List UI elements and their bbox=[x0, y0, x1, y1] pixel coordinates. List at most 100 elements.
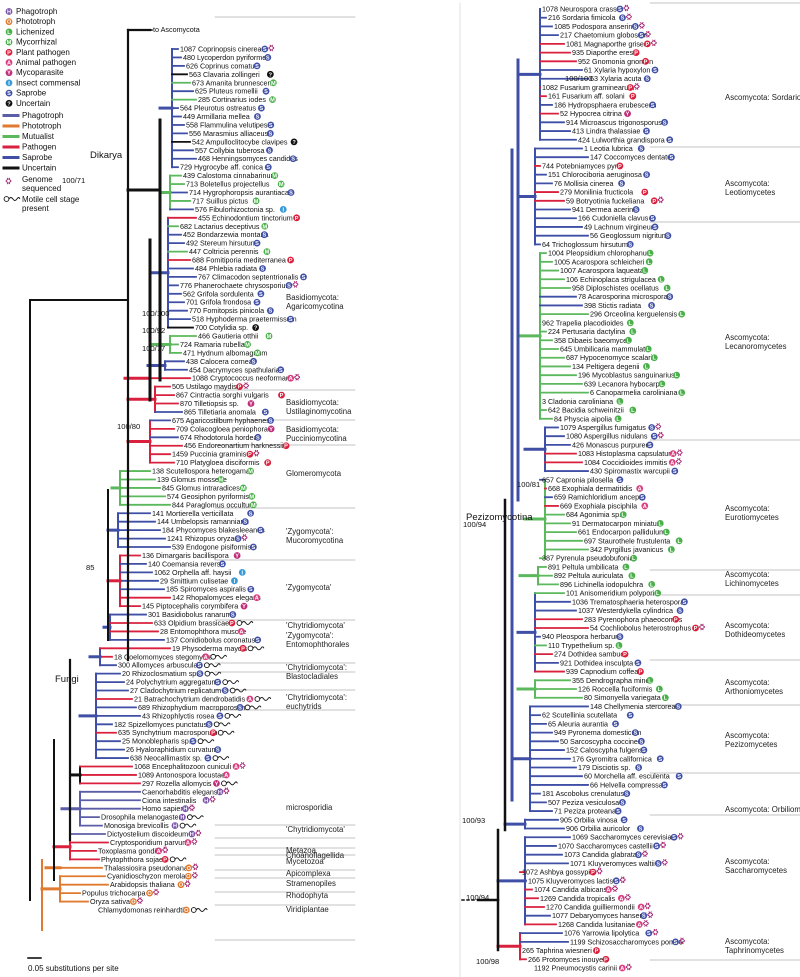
taxon-label: 101 Anisomeridium polypori bbox=[566, 589, 655, 598]
motile-legend-label: Motile cell stage bbox=[22, 195, 80, 204]
taxon-label: 134 Peltigera degenii bbox=[572, 362, 640, 371]
clade-label: euchytrids bbox=[286, 702, 322, 711]
trait-letter: S bbox=[645, 173, 649, 179]
clade-label: Ascomycota: bbox=[725, 731, 770, 740]
flagellum-icon bbox=[249, 705, 262, 710]
trait-symbol bbox=[249, 501, 257, 509]
taxon-label: 455 Echinodontium tinctorium bbox=[198, 213, 293, 222]
genome-sequenced-icon bbox=[188, 804, 195, 812]
trait-symbol bbox=[678, 389, 686, 396]
taxon-label: 1078 Neurospora crassa bbox=[542, 5, 621, 14]
trait-symbol bbox=[618, 179, 625, 187]
trait-letter: O bbox=[179, 883, 184, 889]
motile-cell-icon bbox=[247, 645, 254, 652]
taxon-label: 661 Endocarpon pallidulum bbox=[578, 528, 665, 537]
clade-label: Ascomycota: bbox=[725, 504, 770, 513]
taxon-label: 283 Pyrenophora phaeocomes bbox=[584, 615, 683, 624]
trait-symbol bbox=[229, 611, 237, 618]
taxon-label: 659 Ramichloridium anceps bbox=[554, 493, 643, 502]
trait-symbol bbox=[177, 881, 185, 889]
taxon-label: 265 Taphrina wiesneri bbox=[522, 946, 592, 955]
taxon-label: 3 Cladonia caroliniana bbox=[542, 397, 613, 406]
taxon-label: 949 Pyronema domesticum bbox=[554, 728, 642, 737]
trait-symbol bbox=[648, 302, 655, 309]
taxon-label: 709 Colacogloea peniophorae bbox=[176, 424, 272, 433]
trait-letter: H bbox=[204, 798, 208, 804]
trait-symbol bbox=[189, 737, 197, 745]
genome-sequenced-icon bbox=[660, 841, 667, 849]
taxon-label: 25 Monoblepharis sp. bbox=[122, 737, 191, 746]
trait-letter: I bbox=[241, 570, 243, 576]
trait-symbol bbox=[247, 585, 255, 593]
trait-symbol bbox=[246, 450, 254, 458]
trait-letter: S bbox=[268, 148, 272, 154]
taxon-label: 398 Stictis radiata bbox=[584, 301, 641, 310]
taxon-label: 279 Monilinia fructicola bbox=[560, 188, 633, 197]
taxon-label: 626 Coprinus comatus bbox=[186, 61, 258, 70]
taxon-label: 1459 Puccinia graminis bbox=[172, 450, 247, 459]
trait-symbol bbox=[670, 833, 678, 841]
trait-symbol bbox=[655, 685, 663, 693]
trait-symbol bbox=[623, 790, 631, 798]
taxon-label: 505 Ustilago maydis bbox=[172, 382, 237, 391]
genome-sequenced-icon bbox=[661, 858, 668, 866]
taxon-label: 669 Exophiala pisciphila bbox=[560, 501, 637, 510]
trait-letter: S bbox=[255, 300, 259, 306]
trait-symbol bbox=[648, 581, 656, 588]
trait-symbol bbox=[662, 528, 670, 536]
trait-letter: S bbox=[223, 689, 227, 695]
trait-letter: L bbox=[680, 312, 684, 318]
trait-letter: S bbox=[625, 792, 629, 798]
taxon-label: 1077 Debaryomyces hansenii bbox=[552, 911, 647, 920]
taxon-label: 1192 Pneumocystis carinii bbox=[534, 964, 617, 973]
trait-symbol bbox=[636, 485, 644, 492]
trait-symbol bbox=[289, 155, 297, 163]
flagellum-icon bbox=[202, 739, 215, 744]
trait-letter: A bbox=[671, 452, 675, 458]
legend-branch-label: Pathogen bbox=[22, 143, 56, 152]
trait-symbol bbox=[668, 458, 676, 466]
taxon-label: 49 Lachnum virgineum bbox=[584, 222, 657, 231]
trait-symbol bbox=[675, 772, 683, 780]
trait-letter: S bbox=[633, 24, 637, 30]
trait-letter: P bbox=[639, 670, 643, 676]
trait-symbol bbox=[219, 560, 226, 568]
trait-letter: A bbox=[606, 888, 610, 894]
flagellum-icon bbox=[218, 722, 231, 727]
trait-symbol bbox=[239, 484, 247, 492]
taxon-label: 896 Lichinella iodopulchra bbox=[560, 580, 643, 589]
flagellum-icon bbox=[227, 680, 240, 685]
genome-sequenced-icon bbox=[676, 449, 683, 457]
trait-symbol bbox=[626, 711, 634, 719]
motile-cell-icon bbox=[224, 713, 231, 719]
taxon-label: 52 Hypocrea citrina bbox=[560, 109, 622, 118]
taxon-label: 556 Marasmius alliaceus bbox=[189, 129, 269, 138]
trait-letter: S bbox=[639, 33, 643, 39]
trait-letter: L bbox=[659, 521, 663, 527]
trait-symbol bbox=[266, 70, 274, 78]
trait-letter: S bbox=[620, 181, 624, 187]
trait-symbol bbox=[253, 298, 261, 306]
trait-letter: S bbox=[668, 138, 672, 144]
trait-symbol bbox=[278, 391, 285, 399]
trait-letter: H bbox=[183, 807, 187, 813]
motile-cell-icon bbox=[229, 687, 236, 694]
trait-symbol bbox=[640, 912, 648, 920]
genome-sequenced-icon bbox=[184, 880, 191, 888]
trait-letter: S bbox=[218, 714, 222, 720]
trait-letter: L bbox=[7, 30, 11, 36]
trait-letter: S bbox=[639, 827, 643, 833]
clade-label: Viridiplantae bbox=[286, 905, 329, 914]
trait-letter: M bbox=[270, 98, 275, 104]
trait-symbol bbox=[645, 929, 653, 937]
trait-symbol bbox=[216, 788, 224, 796]
trait-symbol bbox=[254, 636, 262, 644]
trait-symbol bbox=[238, 568, 246, 576]
taxon-label: 682 Lactarius deceptivus bbox=[180, 222, 260, 231]
taxon-label: 1241 Rhizopus oryzae bbox=[167, 534, 239, 543]
taxon-label: 518 Hyphoderma praetermissum bbox=[192, 315, 297, 324]
trait-symbol bbox=[654, 589, 662, 597]
legend-symbol bbox=[5, 18, 13, 26]
genome-sequenced-icon bbox=[223, 787, 230, 795]
